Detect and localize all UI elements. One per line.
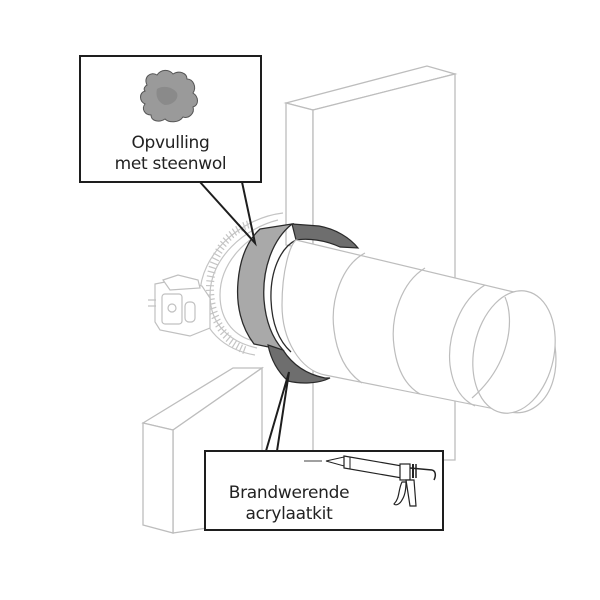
damper-rib: [219, 329, 227, 336]
label-sealant-line2: acrylaatkit: [245, 504, 333, 524]
caulking-gun-icon: [304, 455, 437, 507]
damper-rib: [208, 265, 217, 270]
damper-rib: [235, 342, 240, 351]
label-sealant-line1: Brandwerende: [228, 483, 350, 503]
damper-rib: [211, 314, 220, 320]
actuator-knob: [167, 303, 177, 313]
damper-rib: [222, 332, 230, 339]
duct-seam-2: [392, 267, 426, 395]
actuator-top: [162, 274, 201, 291]
sealant-ring-bottom: [267, 344, 331, 384]
label-rockwool: Opvulling met steenwol: [81, 133, 260, 175]
duct-seam-3: [448, 284, 486, 407]
damper-rib: [206, 275, 215, 278]
duct-opening: [472, 290, 556, 414]
callout-sealant: Brandwerende acrylaatkit: [204, 450, 444, 531]
damper-rib: [228, 231, 235, 239]
damper-rib: [206, 280, 215, 283]
damper-rib: [231, 228, 238, 236]
leader-top: [199, 181, 257, 247]
damper-rib: [231, 340, 238, 348]
damper-rib: [213, 252, 221, 258]
damper-rib: [217, 325, 225, 332]
duct-seam-1: [332, 252, 366, 384]
damper-rib: [213, 318, 221, 324]
damper-rib: [245, 220, 250, 229]
damper-rib: [222, 237, 230, 244]
damper-rib: [242, 346, 247, 354]
damper-rib: [215, 248, 223, 254]
rockwool-icon: [140, 69, 198, 123]
sealant-ring-inner: [270, 239, 297, 353]
damper-rib: [242, 222, 247, 230]
damper-rib: [217, 244, 225, 251]
damper-rib: [219, 240, 227, 247]
damper-rib: [211, 256, 220, 262]
spiral-duct: [281, 239, 557, 414]
label-sealant: Brandwerende acrylaatkit: [214, 483, 364, 525]
actuator-slot: [184, 301, 196, 323]
damper-rib: [235, 225, 240, 234]
damper-rib: [207, 270, 216, 274]
leader-lines: [199, 181, 290, 452]
actuator: [148, 274, 211, 337]
damper-rib: [215, 322, 223, 328]
damper-rib: [209, 261, 218, 266]
label-rockwool-line1: Opvulling: [131, 133, 210, 153]
duct-opening-inner: [471, 296, 511, 399]
label-rockwool-line2: met steenwol: [114, 154, 227, 174]
damper-rib: [225, 335, 232, 343]
slab-side-face: [142, 422, 174, 534]
sealant-ring-top: [291, 223, 360, 249]
damper-rib: [228, 337, 235, 345]
callout-rockwool: Opvulling met steenwol: [79, 55, 262, 183]
leader-bottom: [265, 371, 290, 452]
damper-ribs: [206, 220, 250, 354]
damper-rib: [209, 310, 218, 315]
damper-rib: [238, 344, 244, 353]
damper-rib: [225, 233, 232, 241]
